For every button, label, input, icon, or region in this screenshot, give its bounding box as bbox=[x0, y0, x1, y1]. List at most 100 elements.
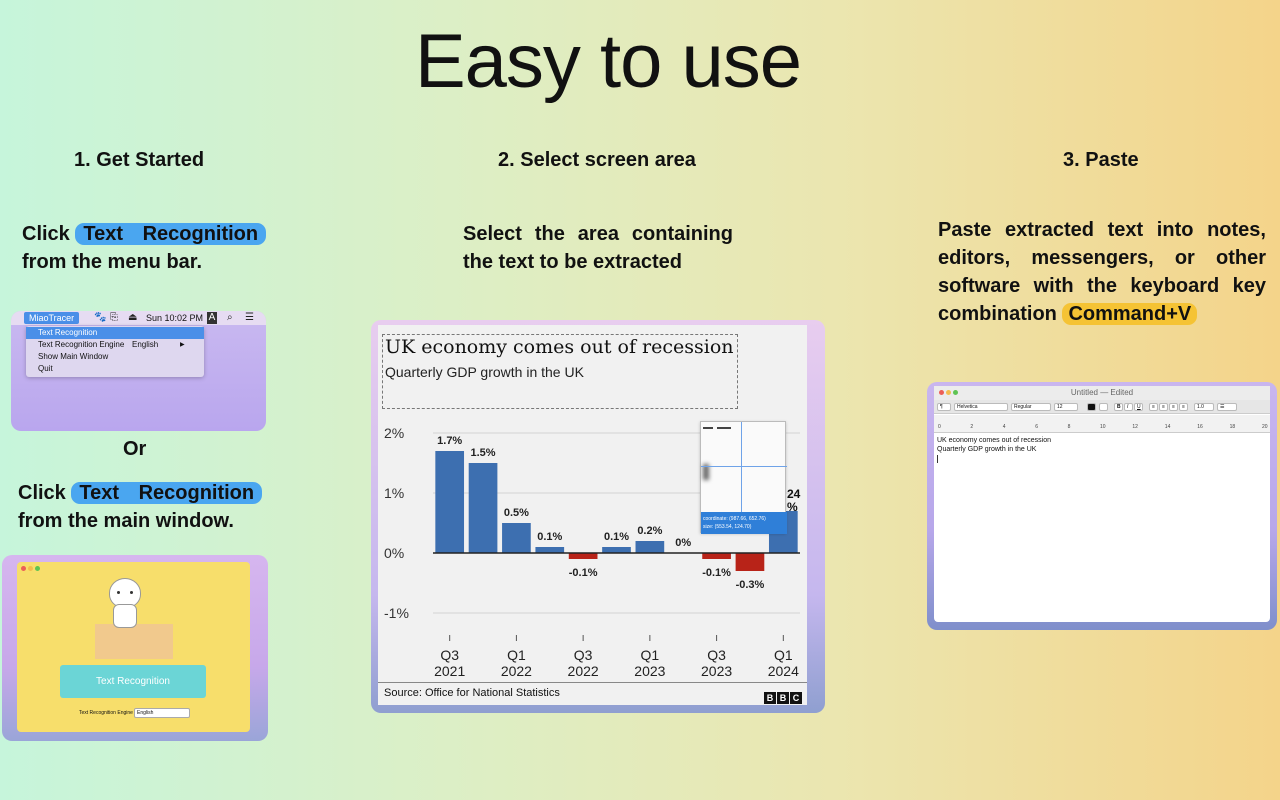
menu-item-engine-label: Text Recognition Engine bbox=[38, 340, 125, 349]
data-label: 1.5% bbox=[471, 447, 496, 459]
chart-subtitle: Quarterly GDP growth in the UK bbox=[385, 364, 584, 380]
step-2-line-1: Select the area containing bbox=[463, 223, 733, 245]
align-right-icon[interactable]: ≡ bbox=[1169, 403, 1178, 411]
underline-icon[interactable]: U bbox=[1134, 403, 1143, 411]
minimize-dot-icon[interactable] bbox=[28, 566, 33, 571]
zoom-dot-icon[interactable] bbox=[953, 390, 958, 395]
step-3-line-4: combination Command+V bbox=[938, 300, 1266, 328]
close-dot-icon[interactable] bbox=[939, 390, 944, 395]
text-edit-window: Untitled — Edited ¶ Helvetica Regular 12… bbox=[934, 386, 1270, 622]
ruler-number: 20 bbox=[1262, 424, 1268, 430]
ruler-number: 14 bbox=[1164, 424, 1171, 430]
engine-label: Text Recognition Engine bbox=[79, 710, 133, 716]
bar bbox=[535, 547, 565, 553]
x-tick-quarter: Q1 bbox=[774, 647, 793, 663]
paragraph-style-icon[interactable]: ¶ bbox=[937, 403, 951, 411]
cat-body-icon bbox=[113, 604, 137, 628]
text-recognition-button[interactable]: Text Recognition bbox=[60, 665, 206, 698]
menu-item-engine-value: English bbox=[132, 340, 159, 349]
x-tick-year: 2022 bbox=[501, 663, 532, 679]
crosshair-horizontal bbox=[701, 466, 787, 467]
bbc-logo-b1: B bbox=[764, 692, 776, 704]
align-center-icon[interactable]: ≡ bbox=[1159, 403, 1168, 411]
close-dot-icon[interactable] bbox=[21, 566, 26, 571]
minimize-dot-icon[interactable] bbox=[946, 390, 951, 395]
x-tick-quarter: Q3 bbox=[440, 647, 459, 663]
step-1-alt-line-1: Click Text Recognition bbox=[18, 479, 263, 507]
eject-icon: ⏏ bbox=[128, 312, 138, 323]
step-1-heading: 1. Get Started bbox=[74, 149, 205, 171]
font-select[interactable]: Helvetica bbox=[954, 403, 1008, 411]
bar bbox=[502, 523, 531, 553]
step-3-line-1: Paste extracted text into notes, bbox=[938, 219, 1266, 241]
step-2-heading: 2. Select screen area bbox=[498, 149, 696, 171]
search-icon: ⌕ bbox=[227, 312, 233, 323]
data-label: 0.5% bbox=[504, 507, 529, 519]
x-tick-year: 2023 bbox=[634, 663, 665, 679]
step-2-text: Select the area containing the text to b… bbox=[463, 220, 733, 276]
x-tick-year: 2022 bbox=[568, 663, 599, 679]
ruler-number: 10 bbox=[1100, 424, 1106, 430]
align-left-icon[interactable]: ≡ bbox=[1149, 403, 1158, 411]
step-1-text: Click Text Recognition from the menu bar… bbox=[22, 220, 267, 276]
justify-icon[interactable]: ≡ bbox=[1179, 403, 1188, 411]
data-label: -0.3% bbox=[736, 579, 765, 591]
selection-box[interactable] bbox=[382, 334, 738, 409]
text-recognition-highlight-2: Text Recognition bbox=[71, 482, 263, 504]
chart-title: UK economy comes out of recession bbox=[385, 336, 734, 358]
data-label: -0.1% bbox=[702, 567, 731, 579]
x-tick-year: 2024 bbox=[768, 663, 799, 679]
partial-data-label-pct: % bbox=[787, 500, 798, 514]
or-label: Or bbox=[123, 438, 147, 460]
bar bbox=[735, 553, 765, 571]
bar bbox=[435, 451, 465, 553]
text-color-icon[interactable] bbox=[1087, 403, 1096, 411]
bar bbox=[568, 553, 598, 559]
submenu-arrow-icon: ▶ bbox=[180, 342, 185, 348]
menu-bar-app-name[interactable]: MiaoTracer bbox=[24, 312, 80, 324]
ruler-number: 6 bbox=[1035, 424, 1038, 430]
step-1-alt-text: Click Text Recognition from the main win… bbox=[18, 479, 263, 535]
bbc-logo-c: C bbox=[790, 692, 802, 704]
x-tick-quarter: Q1 bbox=[507, 647, 526, 663]
format-toolbar: ¶ Helvetica Regular 12 B I U ≡ ≡ ≡ ≡ 1.0… bbox=[934, 400, 1270, 414]
clock: Sun 10:02 PM bbox=[146, 313, 204, 323]
bar bbox=[468, 463, 498, 553]
click-word-2: Click bbox=[18, 482, 66, 504]
magnifier-loupe: coordinate: (987.66, 652.76) size: (553.… bbox=[700, 421, 787, 534]
chart-source: Source: Office for National Statistics bbox=[384, 687, 560, 699]
list-style-icon[interactable]: ☰ bbox=[1217, 403, 1237, 411]
italic-icon[interactable]: I bbox=[1124, 403, 1133, 411]
x-tick-quarter: Q3 bbox=[707, 647, 726, 663]
x-tick-quarter: Q3 bbox=[574, 647, 593, 663]
chart-screenshot: UK economy comes out of recession Quarte… bbox=[371, 320, 825, 713]
zoom-dot-icon[interactable] bbox=[35, 566, 40, 571]
menubar-screenshot: MiaoTracer 🐾 ⎘ ⏏ Sun 10:02 PM A ⌕ ☰ Text… bbox=[11, 311, 266, 431]
box-illustration bbox=[95, 624, 173, 659]
editor-titlebar: Untitled — Edited bbox=[934, 386, 1270, 400]
style-select[interactable]: Regular bbox=[1011, 403, 1051, 411]
highlight-color-icon[interactable] bbox=[1099, 403, 1108, 411]
menu-item-show-main-window[interactable]: Show Main Window bbox=[38, 352, 109, 361]
dropdown-menu: Text Recognition Text Recognition Engine… bbox=[26, 326, 204, 377]
data-label: 0.1% bbox=[537, 531, 562, 543]
step-3-line-2: editors, messengers, or other bbox=[938, 247, 1266, 269]
data-label: 0% bbox=[675, 537, 691, 549]
step-1-line-2: from the menu bar. bbox=[22, 251, 203, 273]
text-caret bbox=[937, 455, 938, 463]
loupe-size: size: (553.54, 124.70) bbox=[703, 524, 752, 530]
engine-select[interactable]: English bbox=[134, 708, 190, 718]
line-spacing-select[interactable]: 1.0 bbox=[1194, 403, 1214, 411]
size-select[interactable]: 12 bbox=[1054, 403, 1078, 411]
gdp-bar-chart: 2%1%0%-1%1.7%1.5%0.5%0.1%-0.1%0.1%0.2%0%… bbox=[384, 425, 800, 679]
command-v-highlight: Command+V bbox=[1062, 303, 1198, 325]
menu-item-text-recognition[interactable]: Text Recognition bbox=[26, 327, 204, 339]
bold-icon[interactable]: B bbox=[1114, 403, 1123, 411]
step-3-text: Paste extracted text into notes, editors… bbox=[938, 216, 1266, 328]
menu-item-quit[interactable]: Quit bbox=[38, 364, 53, 373]
bar bbox=[602, 547, 631, 553]
step-1-line-1: Click Text Recognition bbox=[22, 220, 267, 248]
menu-item-engine[interactable]: Text Recognition Engine English ▶ bbox=[26, 339, 204, 351]
